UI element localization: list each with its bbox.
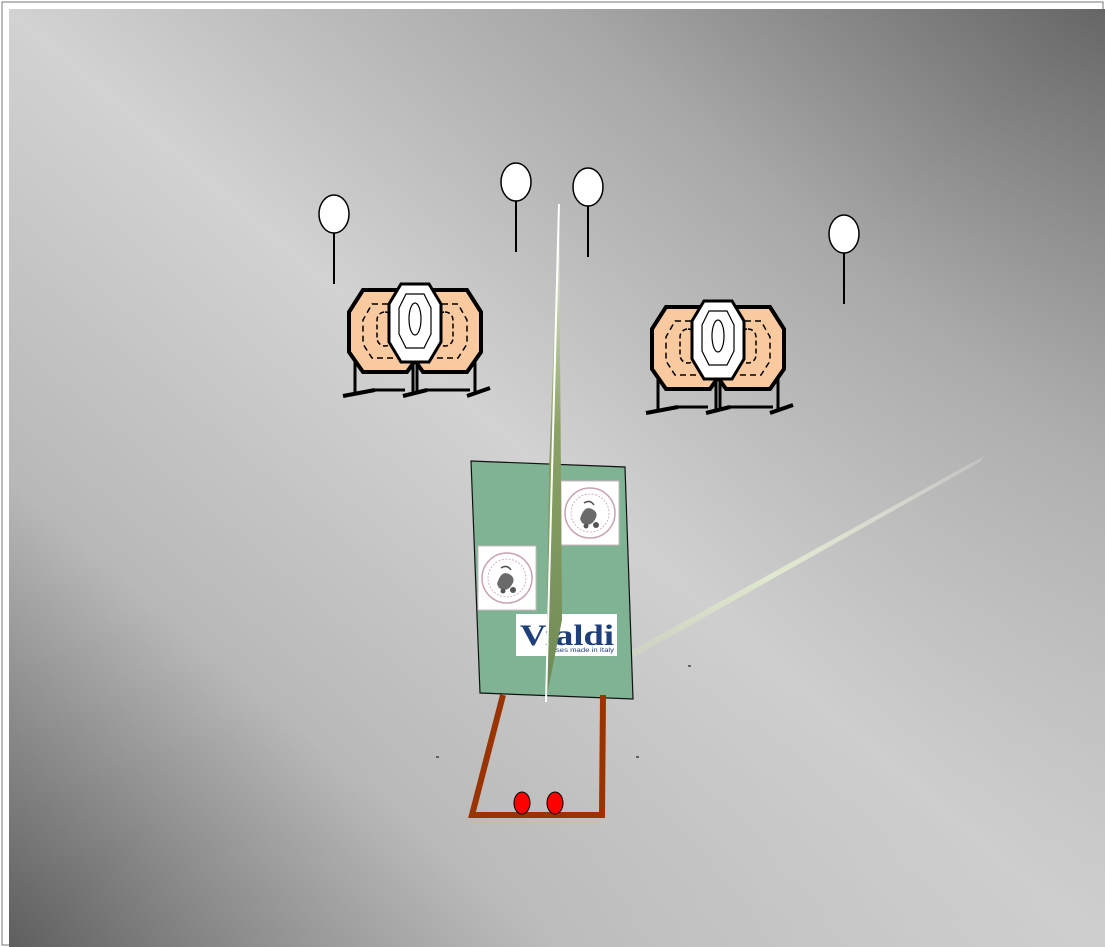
seal-emblem-lower xyxy=(478,546,536,610)
vialdi-logo: Vialdi Cases made in Italy xyxy=(516,614,617,656)
start-mark-2 xyxy=(547,792,563,814)
start-mark-1 xyxy=(514,792,530,814)
seal-emblem-upper xyxy=(561,481,619,545)
